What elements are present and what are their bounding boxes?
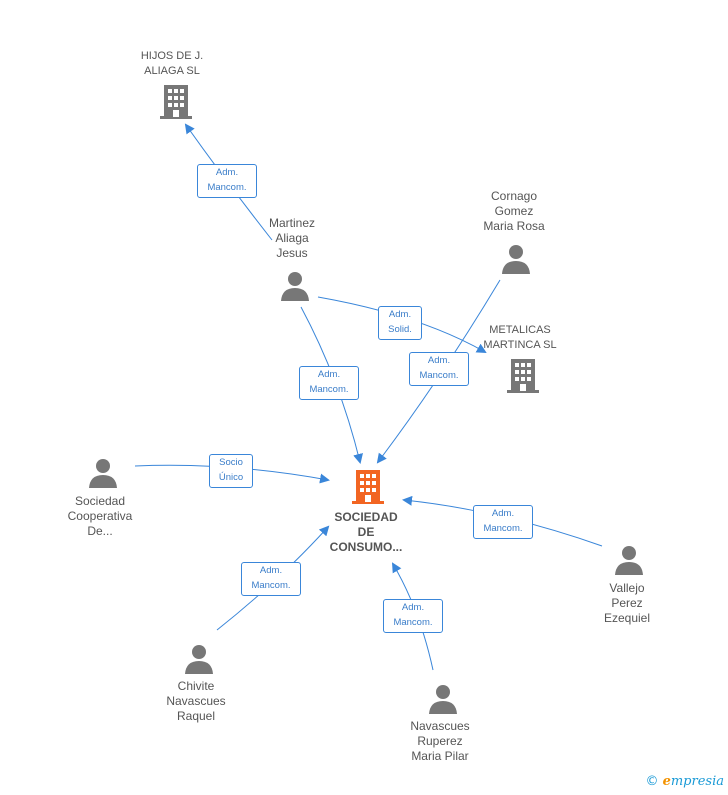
node-label-cornago: Cornago Gomez Maria Rosa: [483, 189, 545, 233]
edge-label-sociedadcoop-center: Socio Único: [209, 454, 253, 488]
edge-label-vallejo-center: Adm. Mancom.: [473, 505, 533, 539]
edge-label-cornago-center: Adm. Mancom.: [409, 352, 469, 386]
node-label-metalicas: METALICAS MARTINCA SL: [483, 324, 557, 351]
node-label-navascues: Navascues Ruperez Maria Pilar: [410, 719, 470, 763]
person-icon: [429, 685, 457, 714]
edge-label-martinez-hijos: Adm. Mancom.: [197, 164, 257, 198]
edge-label-martinez-center: Adm. Mancom.: [299, 366, 359, 400]
copyright-symbol: ©: [645, 774, 659, 789]
edge-label-navascues-center: Adm. Mancom.: [383, 599, 443, 633]
edge-label-chivite-center: Adm. Mancom.: [241, 562, 301, 596]
brand-logo-text: mpresia: [670, 774, 724, 789]
person-icon: [281, 272, 309, 301]
main-company-icon: [352, 470, 384, 504]
node-label-vallejo: Vallejo Perez Ezequiel: [603, 581, 651, 625]
node-label-martinez: Martinez Aliaga Jesus: [268, 216, 315, 260]
person-icon: [89, 459, 117, 488]
building-icon: [160, 85, 192, 119]
brand-logo-initial: e: [662, 774, 671, 789]
person-icon: [615, 546, 643, 575]
node-label-center: SOCIEDAD DE CONSUMO...: [329, 510, 403, 554]
node-label-sociedad-coop: Sociedad Cooperativa De...: [67, 494, 133, 538]
brand-watermark: © empresia: [645, 774, 724, 789]
building-icon: [507, 359, 539, 393]
node-label-hijos: HIJOS DE J. ALIAGA SL: [140, 50, 204, 77]
person-icon: [185, 645, 213, 674]
person-icon: [502, 245, 530, 274]
edge-label-martinez-metalicas: Adm. Solid.: [378, 306, 422, 340]
node-label-chivite: Chivite Navascues Raquel: [166, 679, 226, 723]
